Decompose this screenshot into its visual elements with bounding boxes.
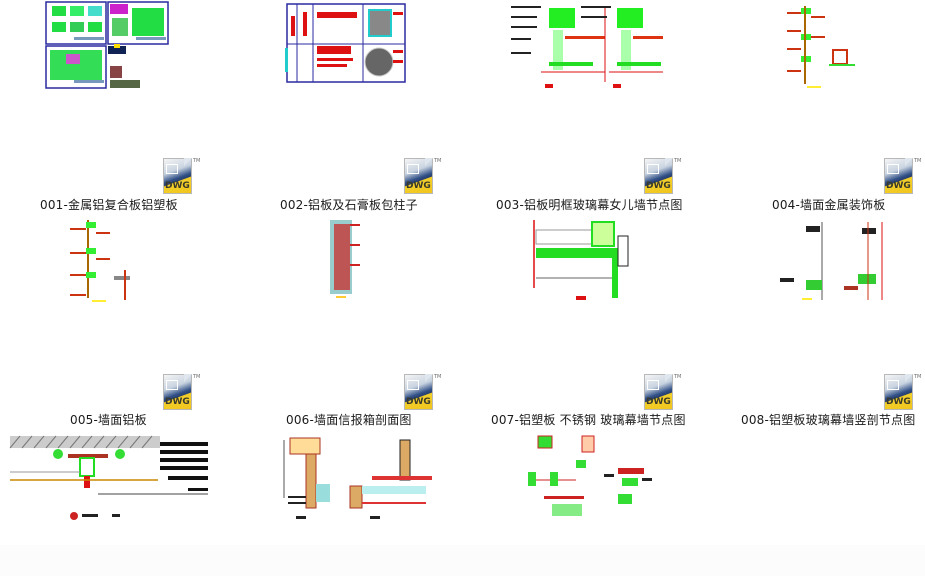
cad-drawing-preview xyxy=(511,6,663,88)
file-thumbnail-008[interactable] xyxy=(776,218,888,302)
file-thumbnail-row3-3[interactable] xyxy=(518,434,666,520)
file-name-label[interactable]: 002-铝板及石膏板包柱子 xyxy=(280,198,418,212)
dwg-file-icon[interactable]: DWG TM xyxy=(404,374,441,410)
file-thumbnail-002[interactable] xyxy=(285,2,409,86)
cad-drawing-preview xyxy=(330,220,360,298)
file-name-label[interactable]: 007-铝塑板 不锈钢 玻璃幕墙节点图 xyxy=(491,413,686,427)
file-thumbnail-row3-1[interactable] xyxy=(8,432,210,524)
file-thumbnail-007[interactable] xyxy=(528,218,640,302)
dwg-file-icon[interactable]: DWG TM xyxy=(644,374,681,410)
cad-drawing-preview xyxy=(780,222,883,300)
cad-drawing-preview xyxy=(283,437,432,519)
file-thumbnail-001[interactable] xyxy=(44,0,170,90)
file-thumbnail-005[interactable] xyxy=(68,218,148,302)
file-name-label[interactable]: 004-墙面金属装饰板 xyxy=(772,198,886,212)
file-name-label[interactable]: 003-铝板明框玻璃幕女儿墙节点图 xyxy=(496,198,683,212)
view-bottom-edge xyxy=(0,545,925,576)
dwg-file-icon[interactable]: DWG TM xyxy=(163,158,200,194)
dwg-file-icon[interactable]: DWG TM xyxy=(884,158,921,194)
cad-drawing-preview xyxy=(533,220,629,300)
cad-drawing-preview xyxy=(528,435,652,516)
file-name-label[interactable]: 005-墙面铝板 xyxy=(70,413,147,427)
cad-drawing-preview xyxy=(70,220,130,302)
cad-drawing-preview xyxy=(45,1,169,89)
dwg-file-icon[interactable]: DWG TM xyxy=(404,158,441,194)
file-thumbnail-003[interactable] xyxy=(505,2,665,90)
dwg-file-icon[interactable]: DWG TM xyxy=(644,158,681,194)
file-name-label[interactable]: 008-铝塑板玻璃幕墙竖剖节点图 xyxy=(741,413,916,427)
dwg-file-icon[interactable]: DWG TM xyxy=(163,374,200,410)
dwg-file-icon[interactable]: DWG TM xyxy=(884,374,921,410)
file-name-label[interactable]: 006-墙面信报箱剖面图 xyxy=(286,413,412,427)
file-thumbnail-006[interactable] xyxy=(320,218,366,302)
file-name-label[interactable]: 001-金属铝复合板铝塑板 xyxy=(40,198,178,212)
cad-drawing-preview xyxy=(787,6,855,88)
file-thumbnail-row3-2[interactable] xyxy=(280,436,440,522)
cad-drawing-preview xyxy=(9,435,208,520)
cad-drawing-preview xyxy=(285,3,406,83)
file-thumbnail-004[interactable] xyxy=(785,4,865,90)
